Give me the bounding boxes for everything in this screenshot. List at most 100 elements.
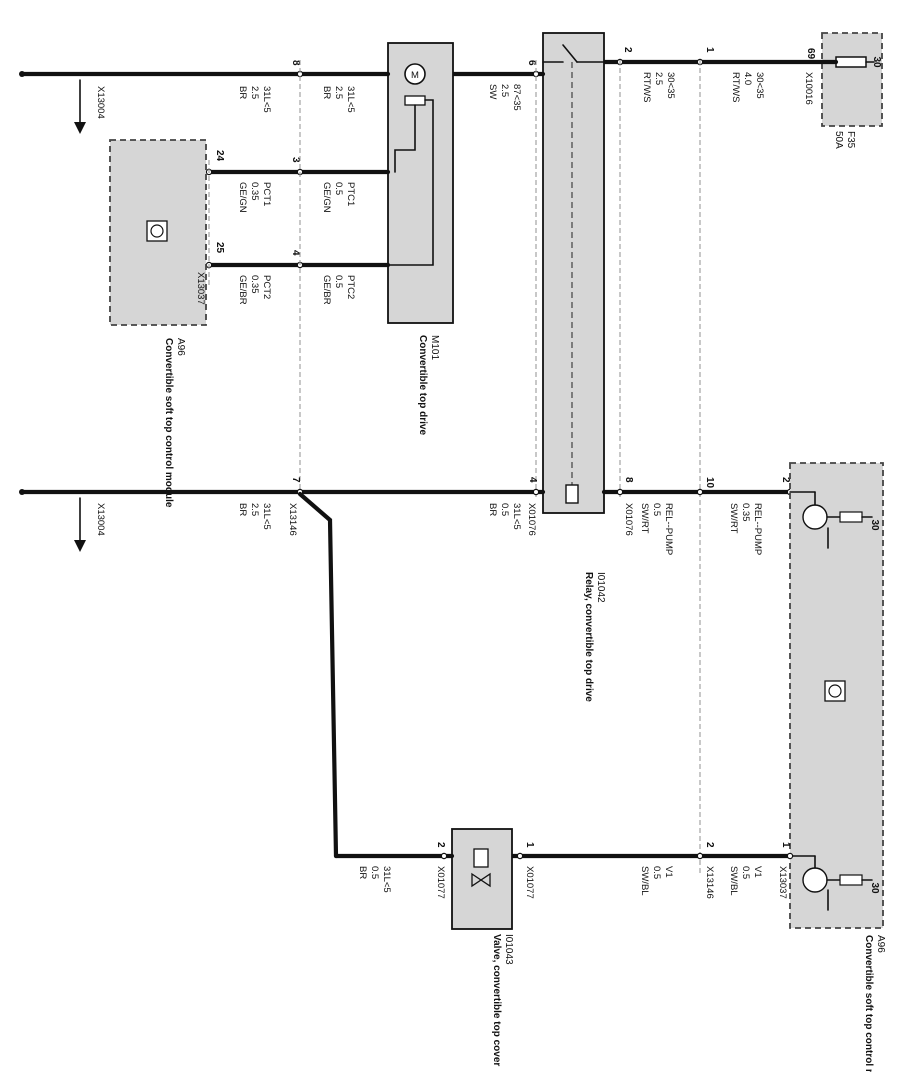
svg-text:0.5: 0.5 xyxy=(740,866,751,879)
svg-text:2.5: 2.5 xyxy=(653,72,664,85)
fuse-element xyxy=(835,56,867,68)
svg-text:SW/RT: SW/RT xyxy=(639,503,650,534)
wire-label-87: 87<35 2.5 SW xyxy=(487,84,522,111)
module-a-logo-icon xyxy=(146,220,168,242)
svg-text:RT/WS: RT/WS xyxy=(641,72,652,102)
svg-text:BR: BR xyxy=(357,866,368,879)
svg-text:0.5: 0.5 xyxy=(333,275,344,288)
svg-text:31L<5: 31L<5 xyxy=(261,86,272,113)
svg-text:RT/WS: RT/WS xyxy=(730,72,741,102)
module-b-term-right: 30 xyxy=(869,882,880,894)
module-a-connector: X13037 xyxy=(195,272,206,305)
x13146-a: X13146 xyxy=(287,503,298,536)
svg-text:REL--PUMP: REL--PUMP xyxy=(663,503,674,555)
module-b-term-left: 30 xyxy=(869,519,880,531)
motor-ref: M101 xyxy=(429,335,440,360)
svg-text:REL--PUMP: REL--PUMP xyxy=(752,503,763,555)
motor-ptc xyxy=(404,95,426,106)
pin-valve-gnd: 2 xyxy=(435,842,446,848)
svg-text:30<35: 30<35 xyxy=(665,72,676,99)
pin-relay-in: 2 xyxy=(622,47,633,53)
pin-fuse-out: 1 xyxy=(704,47,715,53)
fuse-rating-label: 50A xyxy=(833,131,844,149)
fuse-terminal-label: 30 xyxy=(871,56,882,68)
module-b-ref: A96 xyxy=(875,935,886,953)
valve-coil xyxy=(473,848,489,868)
valve-icon xyxy=(471,872,491,888)
svg-text:0.5: 0.5 xyxy=(369,866,380,879)
pin-motor-br: 8 xyxy=(290,60,301,66)
svg-text:PTC2: PTC2 xyxy=(345,275,356,299)
pin-v1-mod: 1 xyxy=(780,842,791,848)
svg-text:PCT1: PCT1 xyxy=(261,182,272,206)
svg-text:BR: BR xyxy=(237,503,248,516)
fuse-ref-label: F35 xyxy=(845,131,856,149)
pin-motor-ptc1: 3 xyxy=(290,157,301,163)
svg-text:BR: BR xyxy=(321,86,332,99)
svg-text:87<35: 87<35 xyxy=(511,84,522,111)
motor-name: Convertible top drive xyxy=(417,335,428,435)
motor-box xyxy=(387,42,454,324)
pin-mod-ptc2: 25 xyxy=(214,242,225,254)
svg-text:SW/BL: SW/BL xyxy=(728,866,739,896)
svg-text:0.5: 0.5 xyxy=(333,182,344,195)
wire-label-31l-d: 31L<5 0.5 BR xyxy=(487,503,522,530)
svg-text:0.5: 0.5 xyxy=(651,866,662,879)
svg-text:GE/BR: GE/BR xyxy=(321,275,332,305)
svg-text:30<35: 30<35 xyxy=(754,72,765,99)
svg-text:PCT2: PCT2 xyxy=(261,275,272,299)
ground-arrow-icon xyxy=(74,540,86,552)
valve-name: Valve, convertible top cover xyxy=(491,934,502,1066)
wire-label-pct2: PCT2 0.35 GE/BR xyxy=(237,275,272,305)
svg-text:GE/GN: GE/GN xyxy=(237,182,248,213)
wire-label-v1-a: V1 0.5 SW/BL xyxy=(728,866,763,896)
svg-text:31L<5: 31L<5 xyxy=(511,503,522,530)
relay-name: Relay, convertible top drive xyxy=(583,572,594,702)
relay-coil xyxy=(565,484,579,504)
svg-text:0.35: 0.35 xyxy=(740,503,751,522)
svg-text:GE/BR: GE/BR xyxy=(237,275,248,305)
svg-text:0.5: 0.5 xyxy=(499,503,510,516)
pin-motor-ptc2: 4 xyxy=(290,250,301,256)
module-b-connector: X13037 xyxy=(777,866,788,899)
transistor-icon xyxy=(802,504,828,530)
svg-text:31L<5: 31L<5 xyxy=(381,866,392,893)
ground-arrow-icon xyxy=(74,122,86,134)
svg-text:2.5: 2.5 xyxy=(249,86,260,99)
wire-label-31l-c: 31L<5 2.5 BR xyxy=(237,503,272,530)
pin-mod-out: 2 xyxy=(780,477,791,483)
svg-text:4.0: 4.0 xyxy=(742,72,753,85)
svg-text:31L<5: 31L<5 xyxy=(261,503,272,530)
svg-text:V1: V1 xyxy=(663,866,674,878)
svg-text:2.5: 2.5 xyxy=(333,86,344,99)
module-b-logo-icon xyxy=(824,680,846,702)
ground-connector-top: X13004 xyxy=(95,86,106,119)
pin-mod-ctrl: 10 xyxy=(704,477,715,489)
fuse-box xyxy=(821,32,883,127)
pin-valve-in: 1 xyxy=(524,842,535,848)
pin-gnd2: 7 xyxy=(290,477,301,483)
svg-text:0.35: 0.35 xyxy=(249,275,260,294)
wire-label-30-b: 30<35 4.0 RT/WS xyxy=(730,72,765,102)
fuse-pin-label: 69 xyxy=(805,48,816,60)
pin-mod-ptc1: 24 xyxy=(214,150,225,162)
svg-text:M: M xyxy=(411,70,419,81)
svg-text:BR: BR xyxy=(237,86,248,99)
svg-text:V1: V1 xyxy=(752,866,763,878)
pin-relay-ctrl: 8 xyxy=(623,477,634,483)
x01077-a: X01077 xyxy=(524,866,535,899)
module-a-ref: A96 xyxy=(175,338,186,356)
svg-text:BR: BR xyxy=(487,503,498,516)
svg-text:0.35: 0.35 xyxy=(249,182,260,201)
svg-text:31L<5: 31L<5 xyxy=(345,86,356,113)
wire-label-ptc1: PTC1 0.5 GE/GN xyxy=(321,182,356,213)
valve-ref: I01043 xyxy=(503,934,514,965)
svg-text:SW: SW xyxy=(487,84,498,99)
wire-label-v1-b: V1 0.5 SW/BL xyxy=(639,866,674,896)
wire-label-rel-a: REL--PUMP 0.5 SW/RT xyxy=(639,503,674,555)
svg-text:GE/GN: GE/GN xyxy=(321,182,332,213)
x01076-a: X01076 xyxy=(526,503,537,536)
fuse-connector-label: X10016 xyxy=(803,72,814,105)
wire-label-31l-a: 31L<5 2.5 BR xyxy=(321,86,356,113)
